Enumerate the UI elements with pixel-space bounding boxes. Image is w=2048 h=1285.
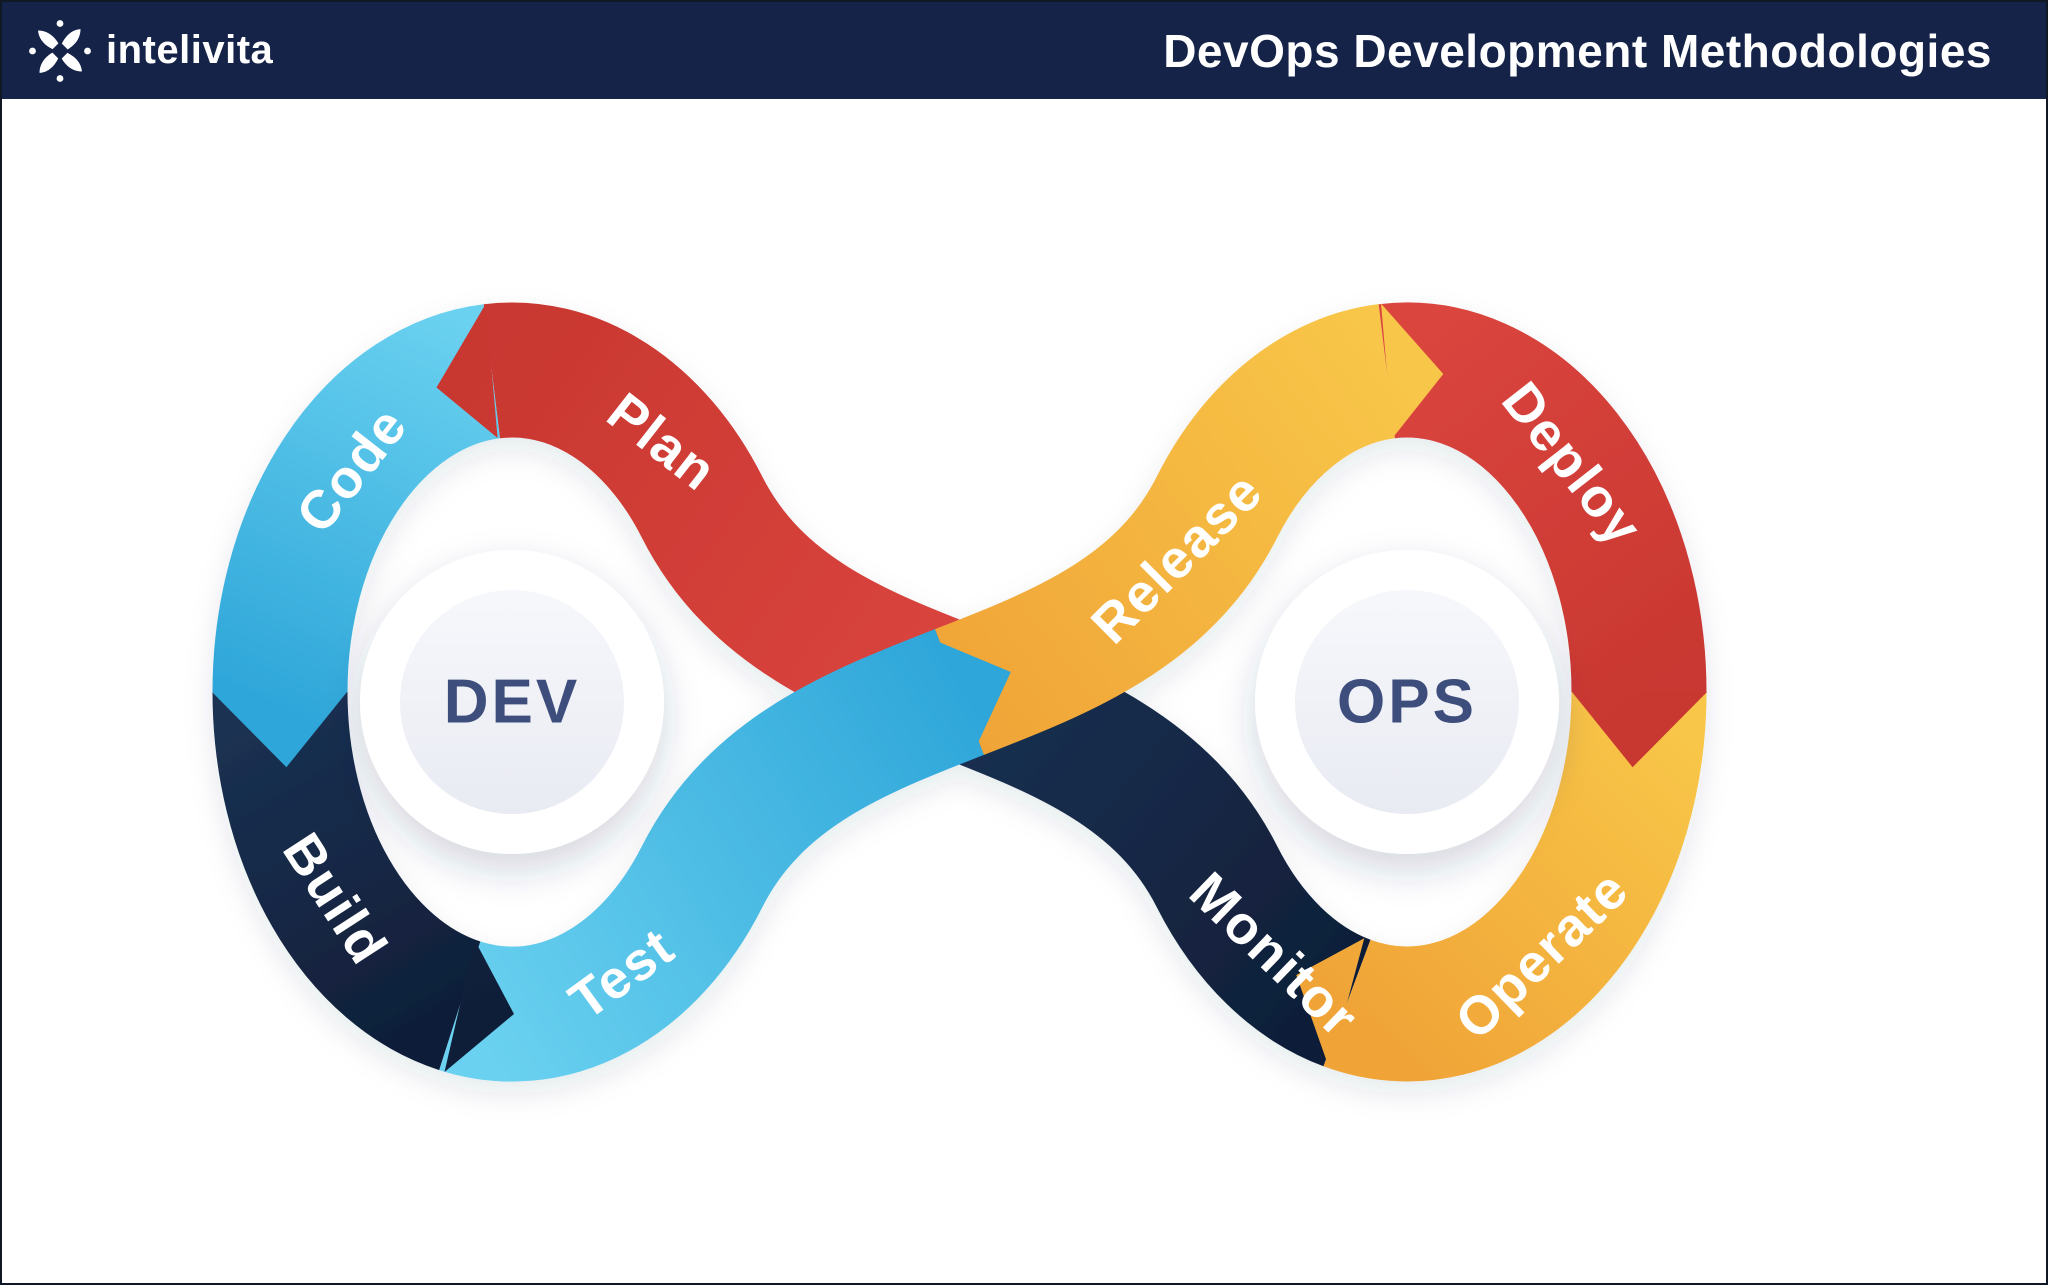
arrow-deploy-to-operate-icon xyxy=(1572,692,1707,768)
dev-center-badge: DEV xyxy=(360,550,664,854)
flow-arrows xyxy=(212,303,1707,1072)
dev-label: DEV xyxy=(444,668,580,737)
segment-plan xyxy=(483,302,984,755)
segment-operate xyxy=(1323,691,1707,1082)
header-bar: intelivita DevOps Development Methodolog… xyxy=(2,2,2046,99)
pinwheel-star-icon xyxy=(29,19,91,82)
brand: intelivita xyxy=(28,19,273,83)
arrow-plan-to-code-icon xyxy=(436,303,498,438)
arrow-code-to-build-icon xyxy=(212,692,347,768)
segment-deploy xyxy=(1378,302,1707,693)
brand-name: intelivita xyxy=(106,28,274,72)
infinity-loop-svg: DEV OPS Plan Code Build Test Release Dep… xyxy=(212,302,1707,1082)
page-title: DevOps Development Methodologies xyxy=(1163,24,1992,77)
ops-label: OPS xyxy=(1337,668,1477,737)
infinity-bands xyxy=(212,302,1707,1082)
arrow-build-to-test-icon xyxy=(444,940,514,1072)
devops-infinity-diagram: DEV OPS Plan Code Build Test Release Dep… xyxy=(2,99,2046,1283)
arrow-operate-to-monitor-icon xyxy=(1296,938,1365,1069)
ops-center-badge: OPS xyxy=(1255,550,1559,854)
segment-release xyxy=(935,304,1397,755)
arrow-test-crossing-icon xyxy=(921,634,1011,761)
arrow-release-to-deploy-icon xyxy=(1381,303,1444,438)
segment-test xyxy=(439,629,985,1082)
